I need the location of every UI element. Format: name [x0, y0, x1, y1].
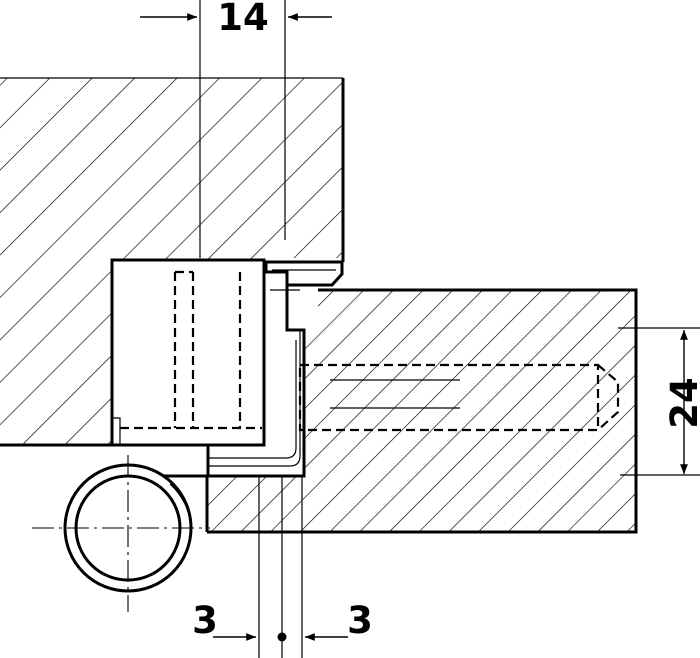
dimension-top: 14: [140, 0, 332, 39]
dimension-top-label: 14: [217, 0, 269, 39]
door-fixing-holes: [298, 363, 620, 432]
door-hinge-body: [206, 270, 306, 478]
dimension-right: 24: [663, 330, 700, 474]
extension-lines: [199, 0, 700, 658]
dimension-bottom-left-label: 3: [192, 599, 218, 642]
center-lines: [32, 455, 210, 612]
hinge-knuckle: [63, 443, 210, 593]
dimension-right-label: 24: [663, 377, 700, 429]
dimension-bottom-right-label: 3: [347, 599, 373, 642]
dimension-bottom-right: 3: [305, 599, 373, 642]
frame-hinge-body: [110, 258, 266, 447]
door-section: [205, 288, 638, 534]
dimension-bottom-left: 3: [192, 599, 256, 642]
